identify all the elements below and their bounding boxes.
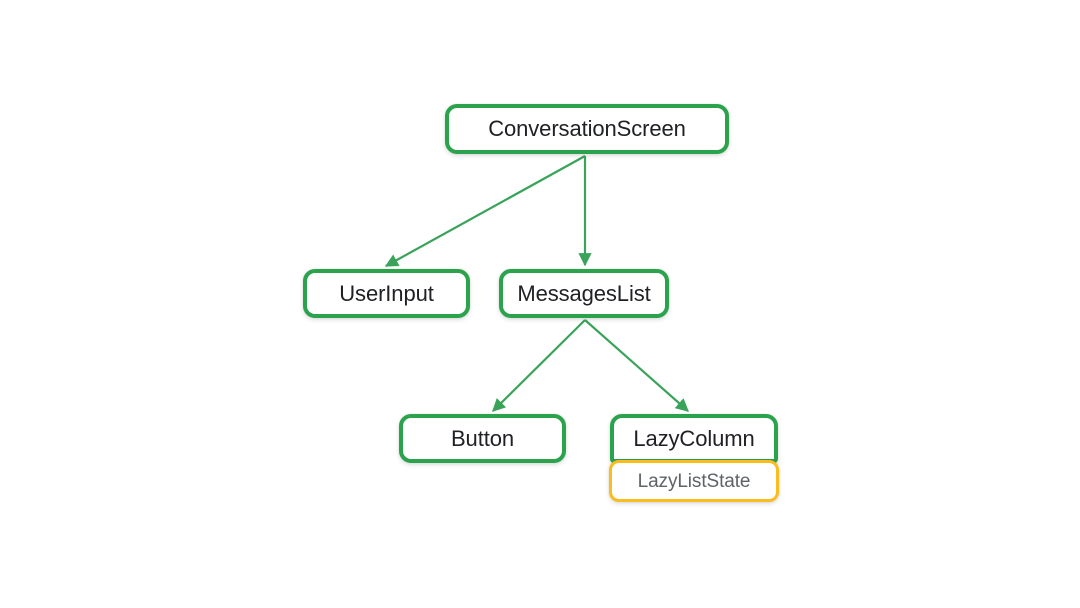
node-label: Button [450,425,514,451]
node-label: MessagesList [517,280,651,306]
node-label: LazyColumn [633,425,755,451]
node-lazyliststate[interactable]: LazyListState [609,460,779,502]
node-button[interactable]: Button [399,414,566,463]
node-messageslist[interactable]: MessagesList [499,269,669,318]
node-label: UserInput [339,280,434,306]
node-userinput[interactable]: UserInput [303,269,470,318]
edge-messageslist-to-lazycolumn [584,319,689,412]
node-label: ConversationScreen [488,116,686,141]
edge-messageslist-to-button [492,319,586,412]
node-lazycolumn[interactable]: LazyColumn [610,414,778,463]
node-conversationscreen[interactable]: ConversationScreen [445,104,729,154]
node-label: LazyListState [637,470,751,492]
edge-conversationscreen-to-userinput [384,155,586,267]
